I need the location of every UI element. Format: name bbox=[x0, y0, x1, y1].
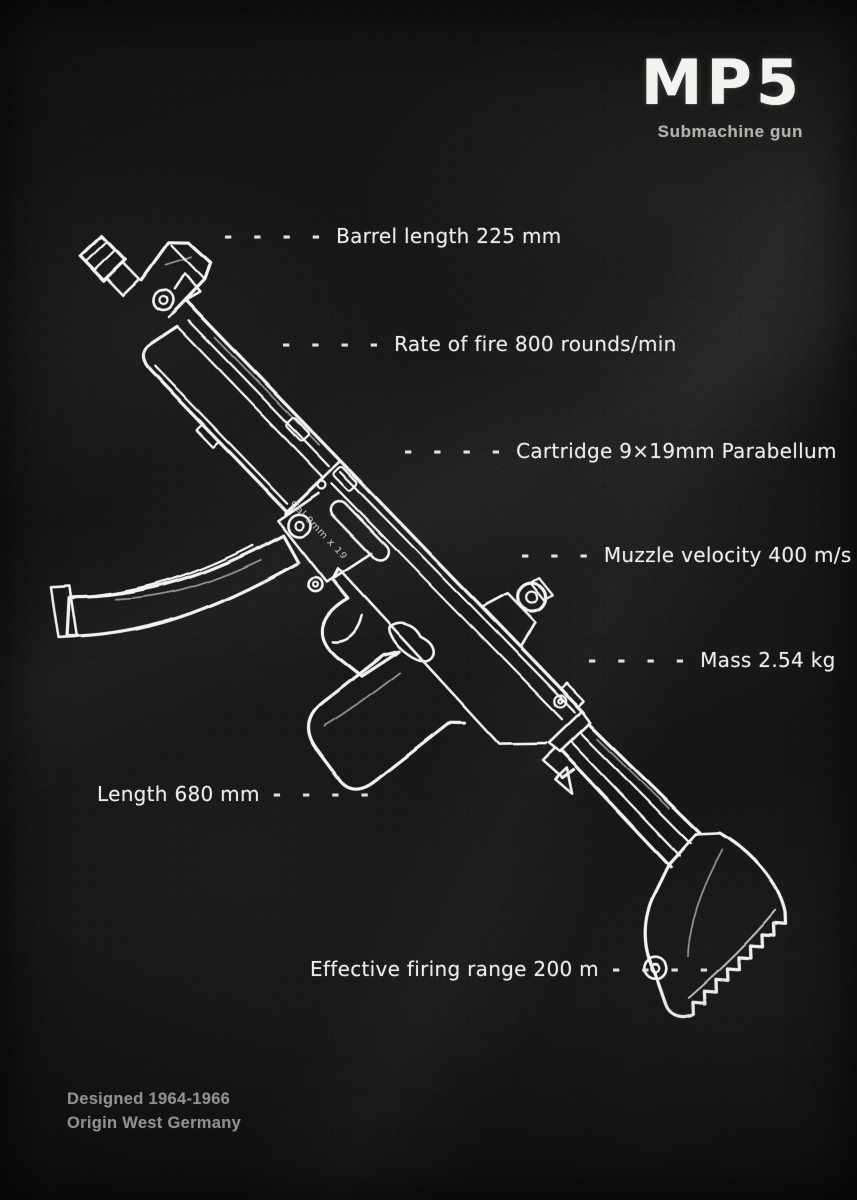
sketch-stroke-rail bbox=[596, 737, 670, 810]
leader-dashes: - - - - bbox=[282, 332, 382, 356]
footer-designed: Designed 1964-1966 bbox=[67, 1090, 231, 1108]
stock-sling-ring-inner bbox=[650, 963, 661, 974]
spec-text: Length 680 mm bbox=[97, 782, 260, 806]
push-pin-outer bbox=[553, 694, 568, 709]
sketch-stroke-tube bbox=[213, 336, 321, 446]
handguard-outline bbox=[141, 324, 325, 514]
ejection-port bbox=[329, 499, 391, 562]
magazine-rib bbox=[89, 544, 254, 598]
receiver-top-line bbox=[184, 299, 585, 715]
label-cartridge: - - - - Cartridge 9×19mm Parabellum bbox=[404, 439, 837, 463]
trigger bbox=[331, 614, 363, 642]
push-pin-inner bbox=[557, 698, 564, 705]
leader-dashes: - - - - bbox=[272, 782, 372, 806]
title-block: MP5 Submachine gun bbox=[641, 52, 803, 142]
mag-release-inner bbox=[294, 520, 305, 531]
buttplate-inner-line bbox=[687, 910, 777, 999]
gun-engraving-text: Cal 9mm x 19 bbox=[288, 498, 349, 561]
receiver-front-edge bbox=[284, 459, 342, 515]
magazine-baseplate bbox=[49, 584, 79, 640]
rear-sight-drum bbox=[516, 581, 548, 613]
spec-text: Muzzle velocity 400 m/s bbox=[603, 543, 852, 567]
trigger-pack-pin-inner bbox=[311, 581, 320, 589]
label-rate-of-fire: - - - - Rate of fire 800 rounds/min bbox=[282, 332, 677, 356]
leader-dashes: - - - - bbox=[404, 439, 504, 463]
front-sling-pin-outer bbox=[152, 289, 175, 312]
footer-origin: Origin West Germany bbox=[67, 1113, 242, 1132]
handguard-detail-lines bbox=[154, 325, 325, 505]
stock-rails-outer bbox=[559, 722, 702, 869]
magazine-outline bbox=[65, 533, 301, 639]
label-barrel-length: - - - - Barrel length 225 mm bbox=[224, 224, 562, 248]
leader-dashes: - - - - bbox=[588, 648, 688, 672]
rear-sight-tab bbox=[529, 576, 555, 601]
spec-text: Cartridge 9×19mm Parabellum bbox=[516, 439, 837, 463]
receiver-bottom-edge bbox=[338, 568, 548, 745]
receiver-pin bbox=[316, 479, 327, 490]
label-effective-range: Effective firing range 200 m - - - - bbox=[310, 957, 711, 981]
muzzle-lug-lines bbox=[84, 239, 117, 272]
pistol-grip bbox=[307, 649, 467, 791]
label-mass: - - - - Mass 2.54 kg bbox=[588, 648, 836, 672]
selector-lever bbox=[387, 621, 435, 662]
spec-text: Rate of fire 800 rounds/min bbox=[394, 332, 677, 356]
page-title: MP5 bbox=[640, 46, 803, 119]
sketch-stroke-sight bbox=[164, 256, 192, 267]
trigger-guard bbox=[320, 566, 400, 678]
end-cap bbox=[547, 709, 592, 754]
receiver-flutes bbox=[330, 470, 577, 721]
sling-loop-front bbox=[195, 423, 221, 449]
front-sight-tower bbox=[139, 241, 213, 316]
tube-front-ring bbox=[167, 299, 188, 319]
front-sight-hood-line bbox=[170, 244, 205, 280]
leader-dashes: - - - - bbox=[611, 957, 712, 981]
tube-vent-slot-1 bbox=[285, 416, 311, 443]
label-length: Length 680 mm - - - - bbox=[97, 782, 372, 806]
front-sling-pin-inner bbox=[158, 295, 169, 306]
magwell bbox=[277, 491, 373, 584]
leader-dashes: - - - bbox=[521, 543, 591, 567]
page-subtitle: Submachine gun bbox=[657, 122, 803, 141]
buttstock-outline bbox=[643, 832, 788, 1019]
cocking-tube-slot bbox=[187, 319, 330, 468]
cocking-handle bbox=[173, 272, 202, 303]
barrel-collar bbox=[105, 261, 141, 297]
sketch-stroke-grip bbox=[323, 671, 402, 728]
footer-block: Designed 1964-1966 Origin West Germany bbox=[67, 1088, 241, 1136]
stock-latch-tab bbox=[554, 766, 574, 795]
rear-sight-aperture bbox=[525, 590, 539, 604]
muzzle-outline bbox=[78, 233, 127, 283]
spec-text: Mass 2.54 kg bbox=[700, 648, 836, 672]
tube-vent-slot-2 bbox=[332, 465, 358, 492]
trigger-pack-pin-outer bbox=[307, 576, 324, 594]
leader-dashes: - - - - bbox=[224, 224, 324, 248]
mag-release-outer bbox=[287, 512, 312, 538]
sketch-stroke-butt bbox=[687, 849, 724, 958]
stock-sling-ring bbox=[643, 956, 668, 981]
sketch-stroke-mag bbox=[114, 558, 262, 601]
label-muzzle-velocity: - - - Muzzle velocity 400 m/s bbox=[521, 543, 852, 567]
rear-sling-mount bbox=[560, 682, 585, 708]
stock-rails-inner bbox=[569, 731, 692, 857]
spec-text: Effective firing range 200 m bbox=[310, 957, 599, 981]
spec-text: Barrel length 225 mm bbox=[336, 224, 562, 248]
